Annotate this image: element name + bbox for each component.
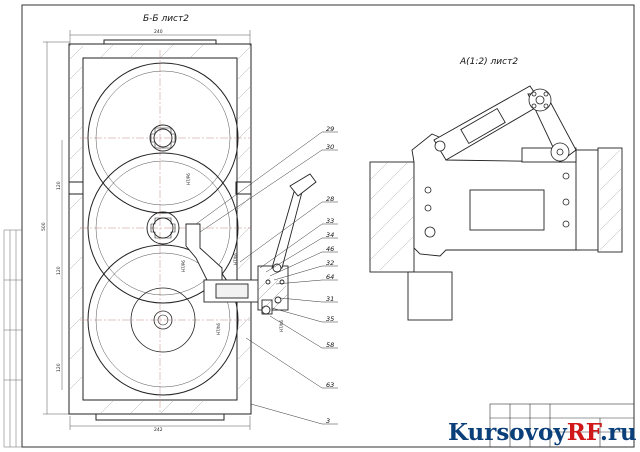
callout-28: 28 — [326, 195, 334, 203]
detail-a-hatch — [369, 149, 623, 271]
section-bb-title: Б-Б лист2 — [143, 14, 189, 24]
fit-label-1: Н7/Р6 — [186, 173, 191, 185]
lever-handle — [271, 173, 317, 273]
lower-roll — [87, 244, 239, 396]
fit-label-3: Н7/h6 — [216, 323, 221, 335]
callout-46: 46 — [326, 245, 334, 253]
callout-leaders — [195, 131, 338, 425]
sheet-frame — [21, 4, 635, 448]
callout-31: 31 — [326, 295, 334, 303]
left-dimension — [43, 41, 70, 415]
bottom-width-label: 242 — [154, 427, 163, 433]
center-distance-3: 120 — [56, 363, 62, 372]
top-dimension — [69, 30, 251, 46]
callout-35: 35 — [326, 315, 334, 323]
housing-hatch — [68, 43, 252, 415]
center-distance-2: 120 — [56, 266, 62, 275]
bottom-dimension — [69, 416, 251, 430]
fit-label-5: Н7/h6 — [233, 253, 238, 265]
watermark: KursovoyRF.ru — [448, 419, 637, 446]
upper-roll — [87, 62, 239, 214]
top-width-label: 240 — [154, 29, 163, 35]
fit-label-2: Н7/Р6 — [181, 260, 186, 272]
callout-32: 32 — [326, 259, 334, 267]
watermark-suffix: .ru — [600, 419, 637, 446]
watermark-accent: RF — [567, 419, 603, 446]
callout-33: 33 — [326, 217, 334, 225]
binding-strip — [3, 229, 22, 448]
middle-spline-shaft — [146, 211, 180, 245]
upper-spline-shaft — [149, 124, 177, 152]
title-block — [489, 403, 635, 448]
callout-3: 3 — [326, 417, 330, 425]
clamp-hatch — [257, 277, 289, 311]
callout-34: 34 — [326, 231, 334, 239]
center-distance-1: 120 — [56, 181, 62, 190]
callout-30: 30 — [326, 143, 334, 151]
callout-58: 58 — [326, 341, 334, 349]
fit-label-4: Н7/h6 — [279, 320, 284, 332]
middle-roll — [87, 152, 239, 304]
callout-63: 63 — [326, 381, 334, 389]
overall-height-label: 500 — [41, 222, 47, 231]
callout-64: 64 — [326, 273, 334, 281]
watermark-prefix: Kursovoy — [448, 419, 567, 446]
callout-29: 29 — [326, 125, 334, 133]
detail-a-bolts — [424, 88, 570, 238]
detail-a-title: А(1:2) лист2 — [459, 57, 518, 67]
detail-a-assembly — [369, 85, 623, 321]
callout-numbers: 29 30 28 33 34 46 32 64 31 35 58 63 3 — [326, 125, 334, 425]
center-lines — [80, 50, 250, 412]
